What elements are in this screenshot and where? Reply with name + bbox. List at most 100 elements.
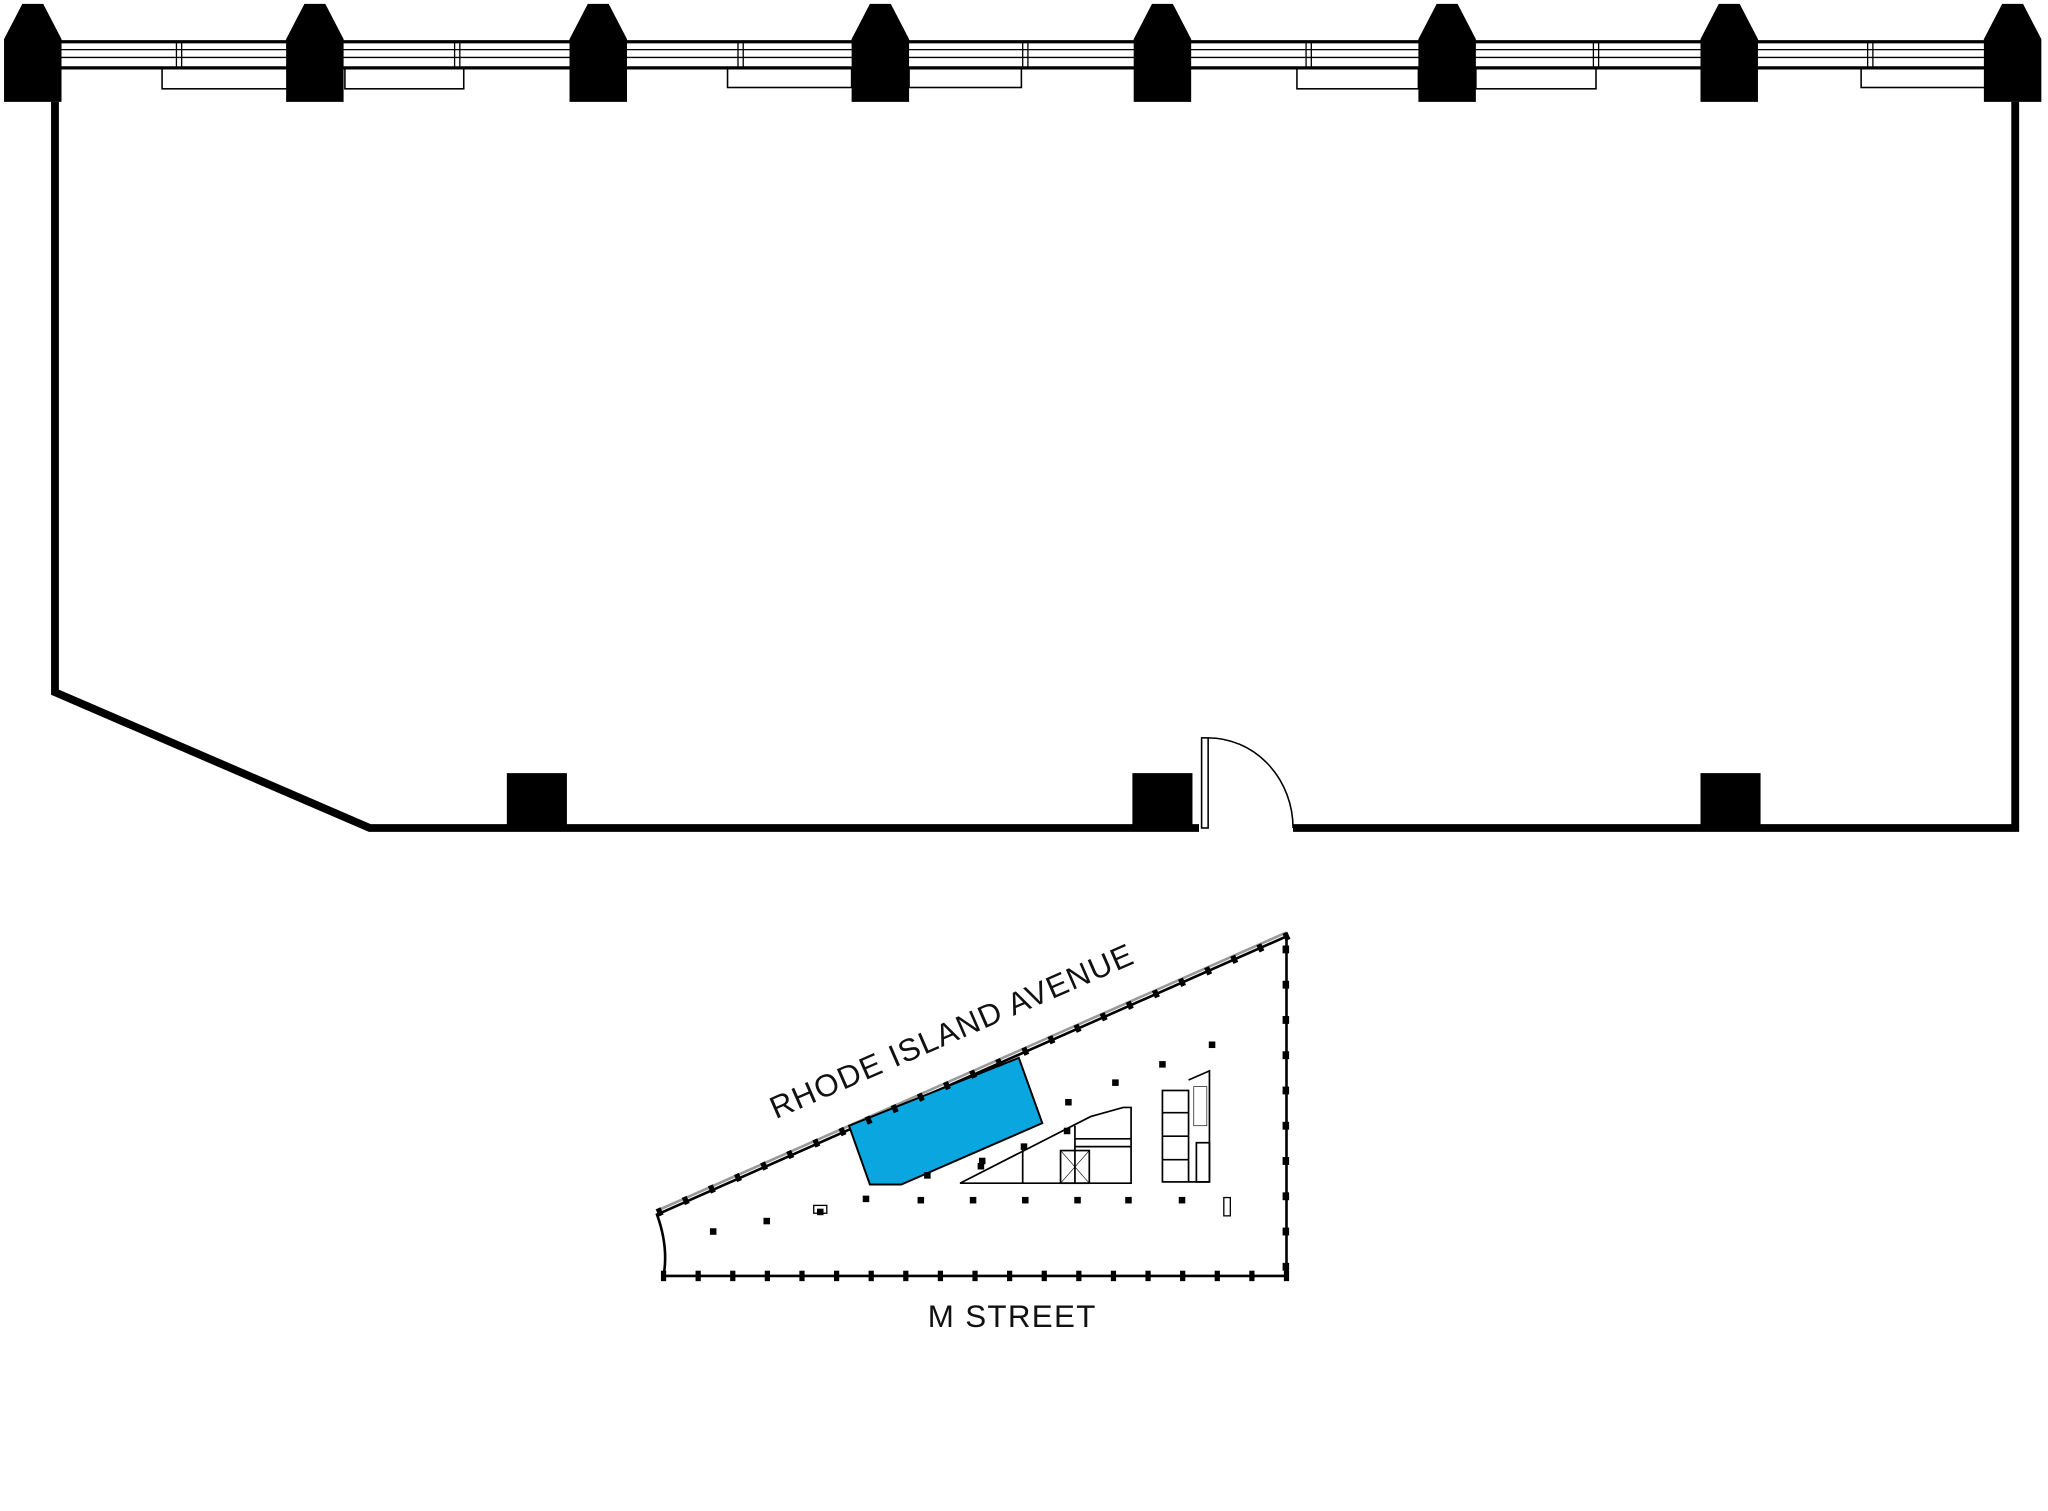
window-column — [937, 1270, 944, 1282]
window-column — [1282, 1016, 1290, 1024]
window-column — [786, 1149, 795, 1160]
column — [286, 3, 344, 102]
window-column — [1282, 945, 1290, 954]
column — [1418, 3, 1476, 102]
column — [1022, 1196, 1029, 1204]
window-column — [695, 1270, 701, 1282]
window-column — [1282, 1262, 1290, 1271]
window-column — [1283, 1270, 1290, 1282]
column — [1700, 773, 1761, 828]
window-column — [1282, 1121, 1290, 1130]
suite-plan — [4, 3, 2042, 832]
window-column — [1282, 1086, 1290, 1095]
window-column — [1041, 1270, 1047, 1282]
window-column — [1099, 1012, 1108, 1022]
column — [1133, 3, 1192, 102]
window-column — [903, 1270, 909, 1282]
column — [1112, 1079, 1119, 1086]
column — [1074, 1196, 1081, 1204]
window-column — [972, 1270, 978, 1282]
window-sill — [908, 67, 1023, 89]
column — [862, 1195, 870, 1203]
window-column — [799, 1270, 805, 1282]
window-column — [764, 1270, 770, 1282]
window-column — [1178, 977, 1186, 987]
window-column — [1047, 1035, 1056, 1045]
window-column — [812, 1138, 821, 1148]
window-mullions — [175, 41, 1874, 68]
window-sill — [344, 67, 465, 90]
window-column — [1125, 1000, 1134, 1010]
window-column — [916, 1092, 925, 1102]
window-column — [1021, 1046, 1030, 1056]
window-sill — [1475, 67, 1597, 90]
stair — [1193, 1086, 1208, 1127]
column — [1020, 1143, 1028, 1150]
window-column — [1076, 1270, 1082, 1282]
column — [977, 1162, 985, 1170]
window-column — [1110, 1270, 1117, 1282]
window-column — [838, 1126, 847, 1137]
window-column — [760, 1161, 769, 1171]
key-plan: RHODE ISLAND AVENUE M STREET — [655, 931, 1291, 1334]
window-column — [655, 1207, 664, 1217]
column — [1983, 3, 2042, 102]
column — [817, 1208, 824, 1216]
window-column — [833, 1270, 840, 1282]
door — [1200, 737, 1294, 829]
window-column — [1282, 931, 1291, 942]
window-column — [1145, 1270, 1151, 1282]
perimeter-columns — [4, 3, 2042, 102]
window-column — [942, 1080, 951, 1091]
window-column — [681, 1195, 690, 1206]
window-column — [1230, 954, 1239, 964]
column — [1208, 1041, 1216, 1049]
column — [978, 1157, 986, 1165]
window-column — [660, 1270, 667, 1282]
window-column — [1073, 1023, 1082, 1033]
window-column — [1214, 1270, 1220, 1282]
column — [1159, 1061, 1166, 1068]
column — [1065, 1098, 1072, 1106]
window-column — [1249, 1270, 1255, 1282]
column — [1178, 1196, 1186, 1204]
window-column — [1282, 1051, 1290, 1060]
column — [763, 1217, 770, 1225]
window-column — [734, 1172, 742, 1183]
window-column — [1007, 1270, 1013, 1282]
column — [709, 1228, 717, 1235]
column — [506, 773, 567, 828]
street-label-m-street: M STREET — [928, 1299, 1097, 1334]
window-column — [868, 1270, 874, 1282]
window-column — [995, 1058, 1004, 1068]
column — [1125, 1196, 1132, 1204]
interior-columns — [506, 773, 1761, 828]
column — [1700, 3, 1758, 102]
window-sill — [1296, 67, 1420, 90]
window-column — [1151, 989, 1160, 999]
column — [569, 3, 627, 102]
column — [851, 3, 910, 102]
column — [924, 1172, 931, 1179]
window-column — [864, 1115, 873, 1125]
window-column — [1204, 966, 1213, 976]
window-column — [1282, 1157, 1290, 1165]
column — [917, 1196, 925, 1204]
window-column — [1282, 1227, 1290, 1236]
interior-columns — [709, 1041, 1216, 1235]
window-column — [1256, 943, 1265, 953]
column — [4, 3, 62, 102]
window-sill — [1860, 67, 1986, 89]
window-column — [1282, 980, 1290, 989]
column — [1063, 1127, 1071, 1135]
column — [1132, 773, 1193, 828]
window-column — [890, 1103, 899, 1114]
window-column — [730, 1270, 736, 1282]
window-column — [1180, 1270, 1186, 1282]
window-column — [707, 1184, 716, 1194]
window-sill — [726, 67, 853, 89]
highlighted-suite — [847, 1056, 1044, 1186]
window-column — [1282, 1192, 1290, 1201]
window-sill — [161, 67, 289, 90]
